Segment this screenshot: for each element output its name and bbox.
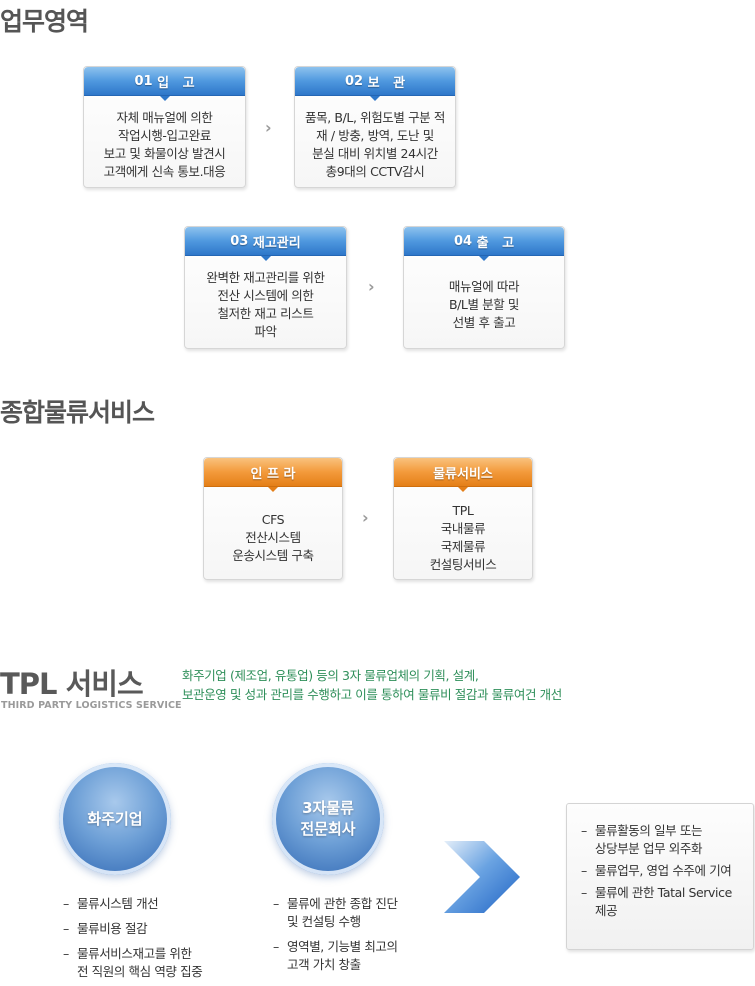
chevron-right-icon: › <box>362 508 369 527</box>
body-line: 전산 시스템에 의한 <box>217 288 314 303</box>
body-line: 재 / 방충, 방역, 도난 및 <box>316 128 434 143</box>
circle-label: 화주기업 <box>87 809 143 828</box>
bullet-line: 물류업무, 영업 수주에 기여 <box>595 863 732 878</box>
tpl-subtitle: THIRD PARTY LOGISTICS SERVICE <box>1 700 182 711</box>
header-pointer <box>268 487 278 492</box>
chevron-right-icon: › <box>265 118 272 137</box>
header-pointer <box>159 96 170 101</box>
body-line: 보고 및 화물이상 발견시 <box>103 146 226 161</box>
body-line: 매뉴얼에 따라 <box>448 279 520 294</box>
body-line: 고객에게 신속 통보.대응 <box>103 164 226 179</box>
logistics-card-header: 물류서비스 <box>394 458 532 487</box>
work-step-header: 04 출 고 <box>404 227 564 256</box>
body-line: TPL <box>452 503 474 518</box>
body-line: 총9대의 CCTV감시 <box>325 164 425 179</box>
bullet-item: 물류에 관한 종합 진단및 컨설팅 수행 <box>273 895 398 931</box>
body-line: 자체 매뉴얼에 의한 <box>116 110 213 125</box>
tpl-title: TPL 서비스 <box>0 667 144 701</box>
logistics-card-body: TPL 국내물류 국제물류 컨설팅서비스 <box>394 502 532 574</box>
work-step-card-03: 03 재고관리 완벽한 재고관리를 위한 전산 시스템에 의한 철저한 재고 리… <box>184 226 347 349</box>
work-step-label: 보 관 <box>367 75 406 91</box>
bullet-item: 물류시스템 개선 <box>63 895 202 913</box>
work-step-label: 재고관리 <box>252 235 301 251</box>
bullet-item: 물류업무, 영업 수주에 기여 <box>581 862 732 880</box>
bullet-line: 상당부분 업무 외주화 <box>595 841 703 856</box>
logistics-card-infra: 인 프 라 CFS 전산시스템 운송시스템 구축 <box>203 457 343 580</box>
body-line: 컨설팅서비스 <box>429 557 497 572</box>
body-line: 작업시행-입고완료 <box>118 128 211 143</box>
logistics-card-service: 물류서비스 TPL 국내물류 국제물류 컨설팅서비스 <box>393 457 533 580</box>
bullet-line: 물류에 관한 Tatal Service <box>595 885 732 900</box>
logistics-card-header: 인 프 라 <box>204 458 342 487</box>
section-title-work-area: 업무영역 <box>0 7 89 36</box>
bullet-line: 물류서비스재고를 위한 <box>77 946 192 961</box>
provider-circle: 3자물류 전문회사 <box>264 755 392 883</box>
bullet-line: 물류시스템 개선 <box>77 896 159 911</box>
body-line: B/L별 분할 및 <box>448 297 520 312</box>
bullet-line: 제공 <box>595 903 618 918</box>
body-line: CFS <box>261 512 285 527</box>
bullet-item: 물류비용 절감 <box>63 920 202 938</box>
work-step-number: 04 <box>453 233 473 249</box>
work-step-label: 출 고 <box>476 235 515 251</box>
work-step-card-01: 01 입 고 자체 매뉴얼에 의한 작업시행-입고완료 보고 및 화물이상 발견… <box>83 66 246 188</box>
body-line: 철저한 재고 리스트 <box>217 306 314 321</box>
tpl-description: 화주기업 (제조업, 유통업) 등의 3자 물류업체의 기획, 설계, 보관운영… <box>182 666 562 704</box>
work-step-header: 01 입 고 <box>84 67 245 96</box>
shipper-circle: 화주기업 <box>51 755 179 883</box>
work-step-header: 03 재고관리 <box>185 227 346 256</box>
bullet-line: 및 컨설팅 수행 <box>287 914 361 929</box>
chevron-right-icon: › <box>368 277 375 296</box>
work-step-body: 매뉴얼에 따라 B/L별 분할 및 선별 후 출고 <box>404 278 564 332</box>
body-line: 분실 대비 위치별 24시간 <box>312 146 438 161</box>
body-line: 파악 <box>254 324 277 339</box>
body-line: 선별 후 출고 <box>452 315 516 330</box>
work-step-body: 자체 매뉴얼에 의한 작업시행-입고완료 보고 및 화물이상 발견시 고객에게 … <box>84 109 245 181</box>
work-step-number: 01 <box>134 73 153 89</box>
big-chevron-right-icon <box>444 841 520 913</box>
body-line: 완벽한 재고관리를 위한 <box>206 270 325 285</box>
work-step-number: 02 <box>344 73 364 89</box>
work-step-card-04: 04 출 고 매뉴얼에 따라 B/L별 분할 및 선별 후 출고 <box>403 226 565 349</box>
description-line: 화주기업 (제조업, 유통업) 등의 3자 물류업체의 기획, 설계, <box>182 668 479 683</box>
section-title-logistics: 종합물류서비스 <box>0 398 155 427</box>
logistics-card-body: CFS 전산시스템 운송시스템 구축 <box>204 511 342 565</box>
bullet-line: 전 직원의 핵심 역량 집중 <box>77 964 203 979</box>
bullet-line: 고객 가치 창출 <box>287 957 361 972</box>
header-pointer <box>260 256 271 261</box>
work-step-card-02: 02 보 관 품목, B/L, 위험도별 구분 적 재 / 방충, 방역, 도난… <box>294 66 456 188</box>
bullet-line: 물류활동의 일부 또는 <box>595 823 703 838</box>
description-line: 보관운영 및 성과 관리를 수행하고 이를 통하여 물류비 절감과 물류여건 개… <box>182 687 562 702</box>
work-step-body: 완벽한 재고관리를 위한 전산 시스템에 의한 철저한 재고 리스트 파악 <box>185 269 346 341</box>
bullet-line: 물류에 관한 종합 진단 <box>287 896 398 911</box>
bullet-item: 물류에 관한 Tatal Service 제공 <box>581 884 732 920</box>
header-pointer <box>479 256 489 261</box>
bullet-line: 물류비용 절감 <box>77 921 148 936</box>
body-line: 전산시스템 <box>245 530 301 545</box>
bullet-line: 영역별, 기능별 최고의 <box>287 939 398 954</box>
body-line: 품목, B/L, 위험도별 구분 적 <box>305 110 445 125</box>
work-step-label: 입 고 <box>157 75 195 91</box>
header-pointer <box>370 96 380 101</box>
shipper-bullets: 물류시스템 개선 물류비용 절감 물류서비스재고를 위한전 직원의 핵심 역량 … <box>63 895 203 986</box>
circle-label: 3자물류 <box>302 799 354 817</box>
work-step-body: 품목, B/L, 위험도별 구분 적 재 / 방충, 방역, 도난 및 분실 대… <box>295 109 455 181</box>
body-line: 국내물류 <box>440 521 486 536</box>
work-step-number: 03 <box>230 233 249 249</box>
body-line: 국제물류 <box>440 539 486 554</box>
work-step-header: 02 보 관 <box>295 67 455 96</box>
header-pointer <box>458 487 468 492</box>
body-line: 운송시스템 구축 <box>232 548 314 563</box>
circle-label: 전문회사 <box>300 820 356 838</box>
bullet-item: 물류서비스재고를 위한전 직원의 핵심 역량 집중 <box>63 945 203 981</box>
